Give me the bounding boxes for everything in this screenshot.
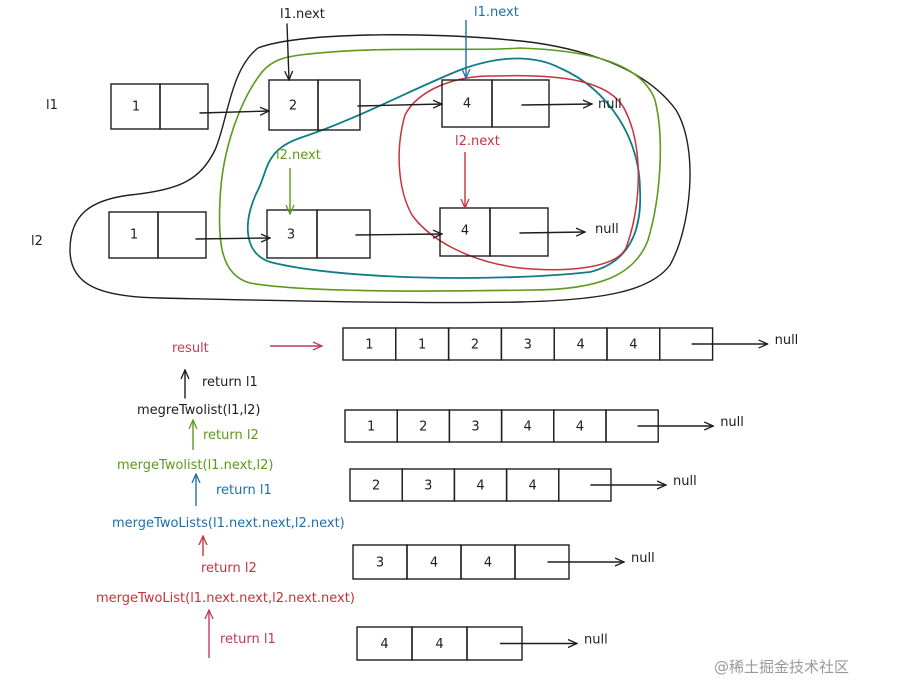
result-list-4-value: 4 xyxy=(430,556,438,571)
l1-next-blue-label: l1.next xyxy=(474,5,519,20)
result-list-2: 1 2 3 4 4 null xyxy=(344,409,744,443)
l2-row-label: l2 xyxy=(31,234,43,249)
result-list-4-null: null xyxy=(631,551,655,566)
result-list-1-value: 2 xyxy=(471,338,479,353)
arrow-l2-4-to-null xyxy=(519,232,585,233)
l2-node-4: 4 xyxy=(439,207,549,257)
result-list-1-value: 1 xyxy=(365,338,373,353)
result-list-1-value: 4 xyxy=(576,338,584,353)
result-list-2-null: null xyxy=(720,415,744,430)
result-list-4-value: 3 xyxy=(376,556,384,571)
result-list-1-value: 1 xyxy=(418,338,426,353)
return-l1-b: return l1 xyxy=(216,483,272,498)
green-outline xyxy=(218,47,662,292)
result-list-1-value: 4 xyxy=(629,338,637,353)
watermark: @稀土掘金技术社区 xyxy=(714,658,849,676)
result-list-5-null: null xyxy=(584,633,608,648)
result-label: result xyxy=(172,341,209,356)
l2-node-1: 1 xyxy=(108,211,207,259)
result-list-2-value: 4 xyxy=(576,420,584,435)
return-l1-c: return l1 xyxy=(220,632,276,647)
black-outline xyxy=(69,34,691,304)
l1-next-black-arrow xyxy=(287,23,289,80)
l2-node-4-value: 4 xyxy=(461,224,469,239)
result-list-3-null: null xyxy=(673,474,697,489)
l1-node-1: 1 xyxy=(110,83,209,130)
arrow-l1-2-to-4 xyxy=(357,104,442,106)
l1-node-2-value: 2 xyxy=(289,99,297,114)
result-list-3-value: 4 xyxy=(529,479,537,494)
return-l2-b: return l2 xyxy=(201,561,257,576)
result-list-2-value: 4 xyxy=(524,420,532,435)
l1-node-4-value: 4 xyxy=(463,97,471,112)
call-4: mergeTwoList(l1.next.next,l2.next.next) xyxy=(96,591,355,606)
l2-next-green-label: l2.next xyxy=(276,148,321,163)
l2-node-3: 3 xyxy=(266,209,371,259)
l1-row-label: l1 xyxy=(46,98,58,113)
result-lists: 1 1 2 3 4 4 null 1 2 3 4 4 null 2 3 4 4 null 3 4 4 null 4 4 null xyxy=(342,327,799,661)
result-list-4: 3 4 4 null xyxy=(352,544,655,580)
teal-outline xyxy=(246,57,642,279)
result-list-3-value: 4 xyxy=(476,479,484,494)
l1-null: null xyxy=(598,97,622,112)
l1-node-4: 4 xyxy=(441,79,550,128)
result-list-3: 2 3 4 4 null xyxy=(349,468,697,502)
result-list-4-value: 4 xyxy=(484,556,492,571)
l1-node-1-value: 1 xyxy=(132,100,140,115)
result-list-5-value: 4 xyxy=(380,637,388,652)
result-list-3-value: 3 xyxy=(424,479,432,494)
return-l2-a: return l2 xyxy=(203,428,259,443)
result-list-3-value: 2 xyxy=(372,479,380,494)
l2-node-3-value: 3 xyxy=(287,228,295,243)
arrow-l2-1-to-3 xyxy=(195,238,270,239)
result-list-1-null: null xyxy=(775,333,799,348)
call-3: mergeTwoLists(l1.next.next,l2.next) xyxy=(112,516,345,531)
arrow-l1-1-to-2 xyxy=(199,111,269,113)
result-list-2-value: 2 xyxy=(419,420,427,435)
result-list-5: 4 4 null xyxy=(356,626,608,661)
result-list-1: 1 1 2 3 4 4 null xyxy=(342,327,799,361)
l2-null: null xyxy=(595,222,619,237)
result-list-5-value: 4 xyxy=(435,637,443,652)
result-list-1-value: 3 xyxy=(524,338,532,353)
return-l1-a: return l1 xyxy=(202,375,258,390)
l1-next-black-label: l1.next xyxy=(280,7,325,22)
result-list-2-value: 3 xyxy=(471,420,479,435)
l2-next-red-label: l2.next xyxy=(455,134,500,149)
red-outline xyxy=(398,74,640,271)
call-1: megreTwolist(l1,l2) xyxy=(137,403,260,418)
call-2: mergeTwolist(l1.next,l2) xyxy=(117,458,273,473)
result-list-2-value: 1 xyxy=(367,420,375,435)
l2-node-1-value: 1 xyxy=(130,228,138,243)
arrow-l1-4-to-null xyxy=(521,104,592,105)
l1-node-2: 2 xyxy=(268,79,361,131)
arrow-l2-3-to-4 xyxy=(355,234,442,235)
